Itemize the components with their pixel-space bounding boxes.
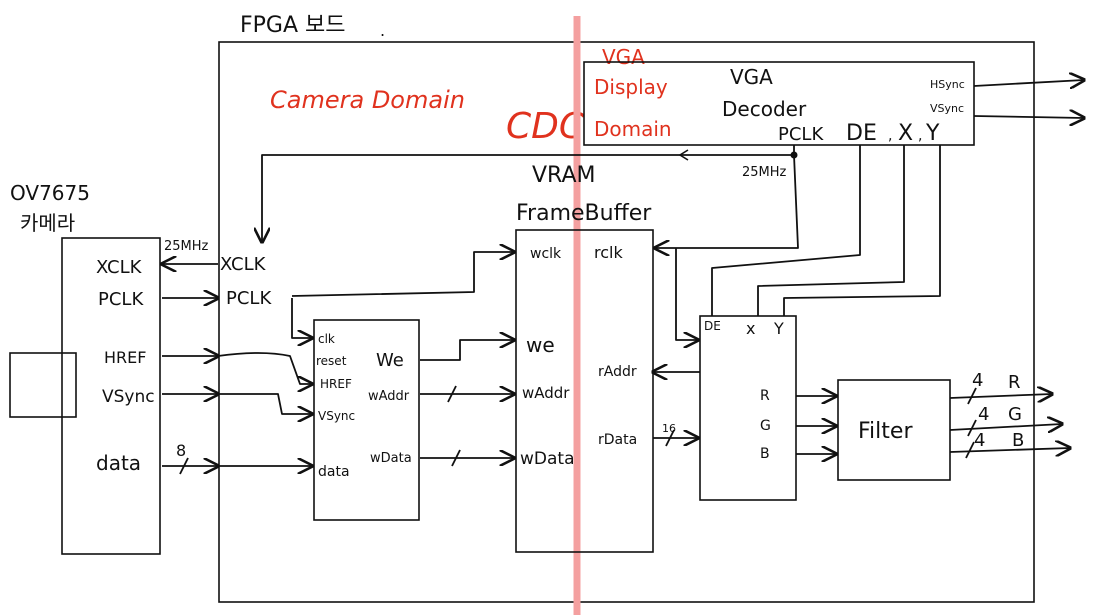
camera-pin-vsync: VSync (102, 387, 155, 407)
framebuffer-title: FrameBuffer (516, 201, 652, 226)
camera-pin-pclk: PCLK (98, 289, 144, 310)
vram-wclk-port: wclk (530, 246, 562, 262)
cdc-label: CDC (506, 106, 585, 147)
r-output-width: 4 (972, 370, 983, 391)
vga-domain-label-3: Domain (594, 117, 672, 141)
camera-lens-box (9, 352, 77, 418)
fpga-board-box (218, 41, 1035, 603)
capture-block-box (313, 319, 420, 521)
rgb-read-block-box (699, 315, 797, 501)
capture-in-clk: clk (318, 332, 335, 346)
capture-in-vsync: VSync (318, 409, 355, 423)
pclk-to-rclk-wire (655, 154, 799, 248)
vram-title: VRAM (532, 163, 595, 188)
b-output-slash (965, 441, 975, 459)
camera-pin-xclk: XCLK (96, 257, 143, 278)
vram-rclk-port: rclk (594, 243, 623, 262)
vga-decoder-de-port: DE (846, 121, 877, 146)
capture-in-href: HREF (320, 377, 352, 391)
r-output-label: R (1008, 372, 1021, 393)
fpga-xclk-pin: XCLK (220, 254, 267, 275)
pclk-to-capture-wire (291, 298, 312, 338)
capture-in-reset: reset (316, 354, 347, 368)
g-output-slash (967, 419, 977, 437)
camera-module-box (61, 237, 161, 555)
b-output-wire (949, 448, 1070, 452)
we-wire (420, 340, 514, 361)
vga-decoder-vsync-port: VSync (930, 102, 964, 115)
b-output-width: 4 (974, 430, 985, 451)
r-output-slash (967, 387, 977, 405)
g-output-width: 4 (978, 404, 989, 425)
camera-domain-label: Camera Domain (270, 86, 465, 114)
vga-decoder-subtitle: Decoder (722, 97, 807, 121)
vram-wdata-port: wData (520, 449, 575, 469)
vram-we-port: we (526, 333, 555, 357)
vga-decoder-pclk-port: PCLK (778, 124, 824, 145)
svg-text:,: , (888, 128, 892, 144)
pclk-to-wclk-wire (291, 252, 514, 297)
capture-out-we: We (376, 350, 404, 371)
svg-text:,: , (918, 128, 922, 144)
rgb-block-de-port: DE (704, 319, 721, 333)
camera-name-korean: 카메라 (20, 211, 75, 235)
pclk-to-xclk-wire (262, 145, 795, 242)
vga-domain-label-2: Display (594, 75, 668, 99)
board-title: FPGA 보드 (240, 13, 346, 38)
g-output-wire (949, 424, 1062, 430)
data-bus-width: 8 (176, 441, 186, 460)
r-output-wire (949, 394, 1052, 398)
camera-name: OV7675 (10, 181, 90, 205)
capture-out-wdata: wData (370, 451, 412, 466)
x-wire (757, 145, 905, 316)
vram-rdata-port: rData (598, 432, 637, 448)
rdata-bus-slash (665, 429, 675, 447)
vga-decoder-hsync-port: HSync (930, 78, 965, 91)
vram-raddr-port: rAddr (598, 364, 637, 380)
xclk-frequency-label: 25MHz (164, 239, 209, 254)
camera-pin-data: data (96, 451, 141, 475)
b-output-label: B (1012, 430, 1024, 451)
vga-decoder-y-port: Y (925, 121, 940, 146)
waddr-bus-slash (447, 385, 457, 403)
pclk-to-rgb-wire (675, 248, 698, 340)
data-bus-slash (179, 457, 189, 475)
rgb-block-y-port: Y (773, 319, 784, 338)
rgb-block-x-port: x (746, 319, 755, 338)
vram-waddr-port: wAddr (522, 384, 570, 402)
pclk-loop-direction-arrow (678, 149, 689, 161)
rgb-block-g-port: G (760, 418, 771, 434)
vga-domain-label-1: VGA (602, 45, 645, 69)
vga-decoder-box (583, 61, 975, 146)
de-wire (711, 145, 861, 316)
rdata-bus-width: 16 (662, 422, 676, 435)
hsync-output-wire (973, 80, 1084, 86)
fpga-pclk-pin: PCLK (226, 288, 272, 309)
vga-decoder-x-port: X (898, 121, 913, 146)
vsync-to-capture-wire (218, 393, 312, 414)
href-to-capture-wire (217, 352, 312, 384)
filter-label: Filter (858, 419, 913, 444)
vram-framebuffer-box (515, 229, 654, 553)
rgb-block-b-port: B (760, 446, 770, 462)
rgb-block-r-port: R (760, 388, 770, 404)
wdata-bus-slash (451, 449, 461, 467)
vga-decoder-title: VGA (730, 65, 773, 89)
camera-pin-href: HREF (104, 348, 146, 367)
capture-in-data: data (318, 464, 350, 480)
y-wire (783, 145, 941, 316)
vsync-output-wire (973, 116, 1084, 118)
title-dot: . (380, 21, 385, 40)
vga-pclk-frequency-label: 25MHz (742, 165, 787, 180)
g-output-label: G (1008, 404, 1022, 425)
capture-out-waddr: wAddr (368, 389, 410, 404)
